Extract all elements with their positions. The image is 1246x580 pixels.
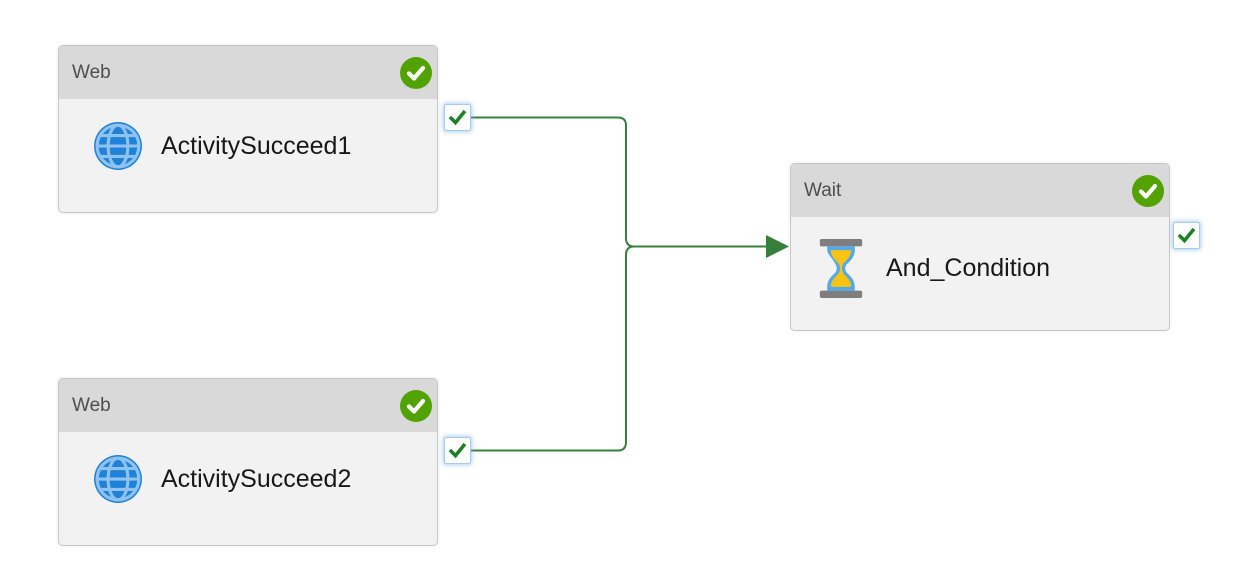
success-output-port-activitysucceed2[interactable] bbox=[444, 437, 471, 464]
activity-body: And_Condition bbox=[791, 217, 1169, 330]
success-output-port-activitysucceed1[interactable] bbox=[444, 104, 471, 131]
activity-name: And_Condition bbox=[886, 253, 1051, 282]
activity-name: ActivitySucceed2 bbox=[161, 464, 352, 493]
status-succeeded-icon bbox=[400, 56, 432, 89]
status-succeeded-icon bbox=[400, 389, 432, 422]
port-check-icon bbox=[448, 442, 467, 459]
activity-type-header: Web bbox=[59, 379, 437, 432]
web-globe-icon bbox=[94, 122, 142, 170]
port-check-icon bbox=[448, 109, 467, 126]
activity-type-header: Wait bbox=[791, 164, 1169, 217]
edge-activitysucceed2-to-and-condition[interactable] bbox=[471, 245, 766, 452]
web-globe-icon bbox=[94, 455, 142, 503]
activity-type-header: Web bbox=[59, 46, 437, 99]
edge-arrowhead-icon bbox=[766, 235, 789, 258]
activity-node-and-condition[interactable]: Wait And_Condition bbox=[790, 163, 1170, 331]
activity-node-activitysucceed1[interactable]: Web ActivitySucceed1 bbox=[58, 45, 438, 213]
activity-body: ActivitySucceed1 bbox=[59, 99, 437, 212]
port-check-icon bbox=[1177, 227, 1196, 244]
activity-type-label: Web bbox=[72, 394, 111, 416]
edge-activitysucceed1-to-and-condition[interactable] bbox=[471, 116, 766, 248]
success-output-port-and-condition[interactable] bbox=[1173, 222, 1200, 249]
wait-hourglass-icon bbox=[819, 238, 863, 298]
activity-type-label: Web bbox=[72, 61, 111, 83]
activity-node-activitysucceed2[interactable]: Web ActivitySucceed2 bbox=[58, 378, 438, 546]
status-succeeded-icon bbox=[1132, 174, 1164, 207]
activity-body: ActivitySucceed2 bbox=[59, 432, 437, 545]
activity-type-label: Wait bbox=[804, 179, 842, 201]
activity-name: ActivitySucceed1 bbox=[161, 131, 352, 160]
